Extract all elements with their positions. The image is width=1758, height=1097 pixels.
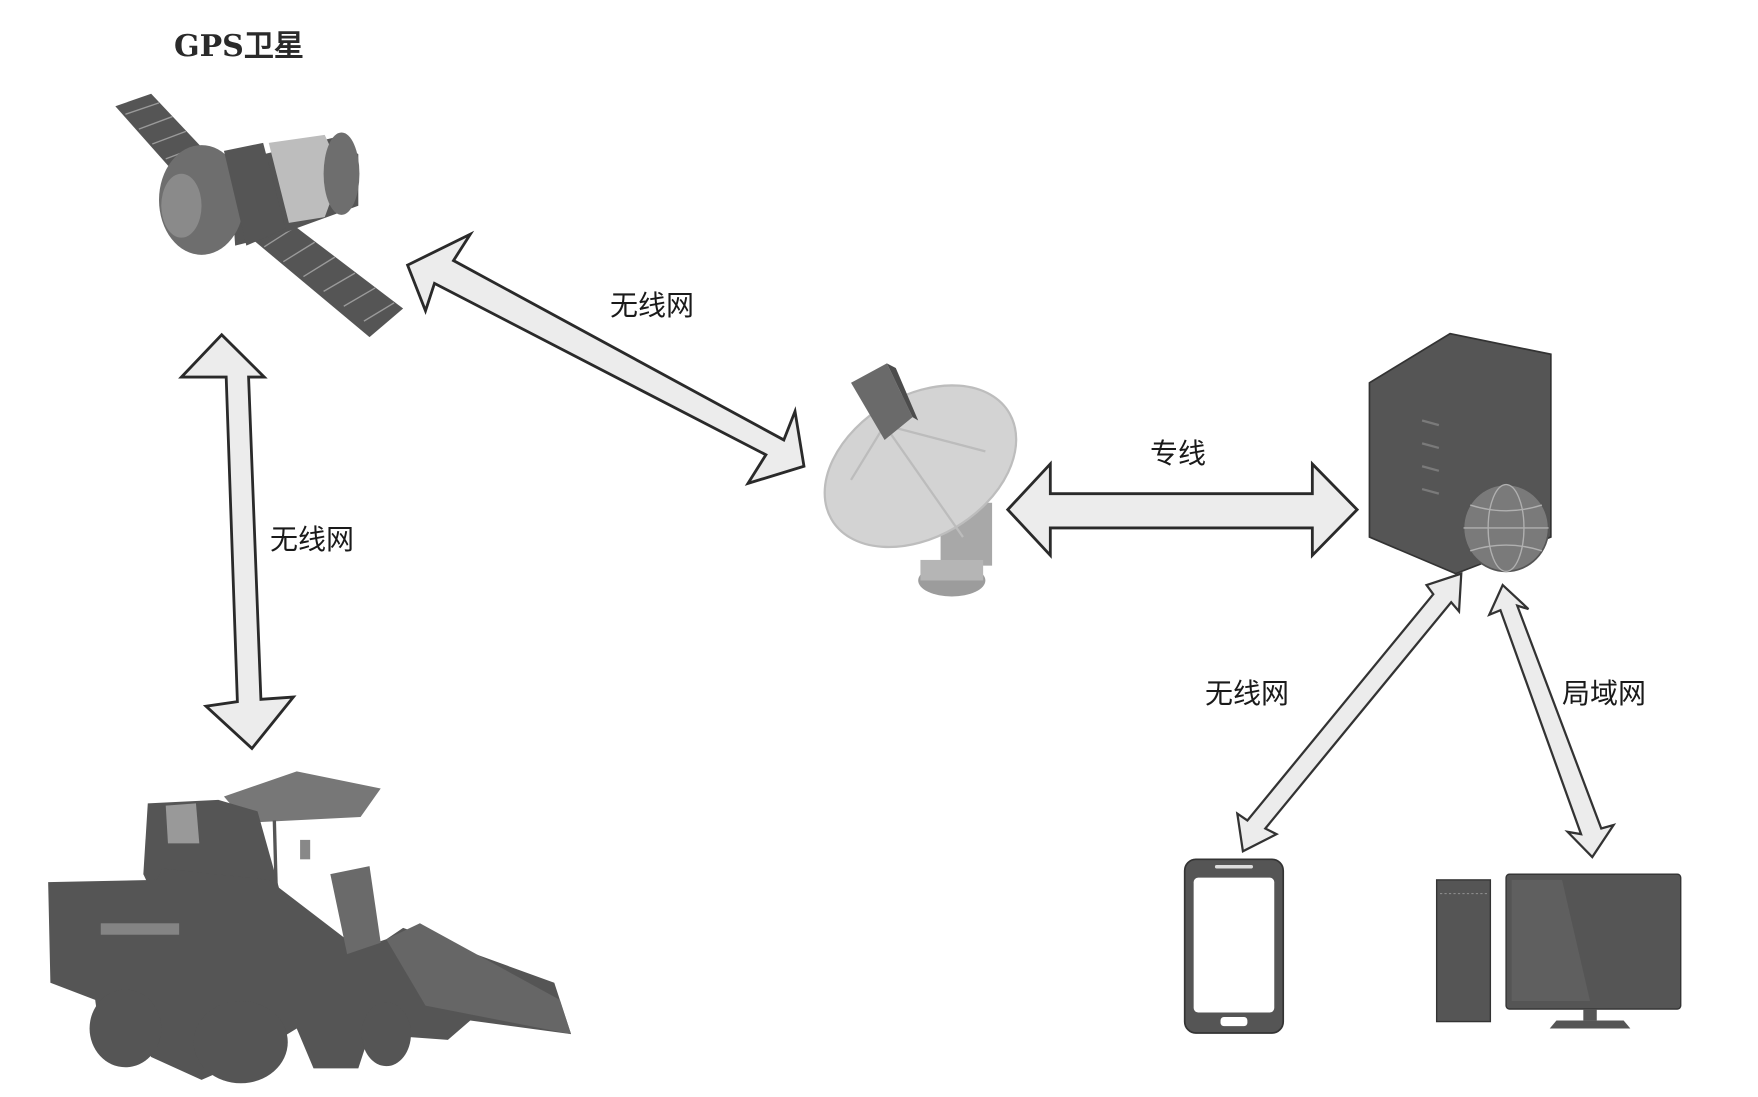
arrow-server-phone <box>1235 572 1463 854</box>
arrow-satellite-harvester <box>178 332 297 751</box>
satellite-body-light <box>268 134 342 223</box>
edge-label-satellite-harvester: 无线网 <box>270 523 355 556</box>
arrow-satellite-dish <box>405 230 806 486</box>
edge-label-server-desktop: 局域网 <box>1562 677 1647 710</box>
satellite-dish-icon <box>823 363 1018 597</box>
satellite-icon <box>115 93 404 338</box>
satellite-title: GPS卫星 <box>174 29 304 64</box>
solar-panel-lower <box>246 214 404 338</box>
smartphone-icon <box>1183 858 1285 1034</box>
arrow-dish-server <box>1005 460 1360 559</box>
harvester-icon <box>48 771 572 1084</box>
arrow-server-desktop <box>1487 583 1617 859</box>
pc-tower <box>1435 879 1492 1023</box>
edge-label-dish-server: 专线 <box>1150 437 1207 470</box>
edge-label-satellite-dish: 无线网 <box>610 289 695 322</box>
edge-label-server-phone: 无线网 <box>1205 677 1290 710</box>
satellite-endcap-inner <box>161 173 202 238</box>
satellite-band <box>223 142 286 246</box>
desktop-computer-icon <box>1435 873 1682 1029</box>
satellite-front-cap <box>323 132 360 215</box>
solar-panel-lower-lines <box>263 226 395 322</box>
server-globe-icon <box>1368 332 1552 575</box>
